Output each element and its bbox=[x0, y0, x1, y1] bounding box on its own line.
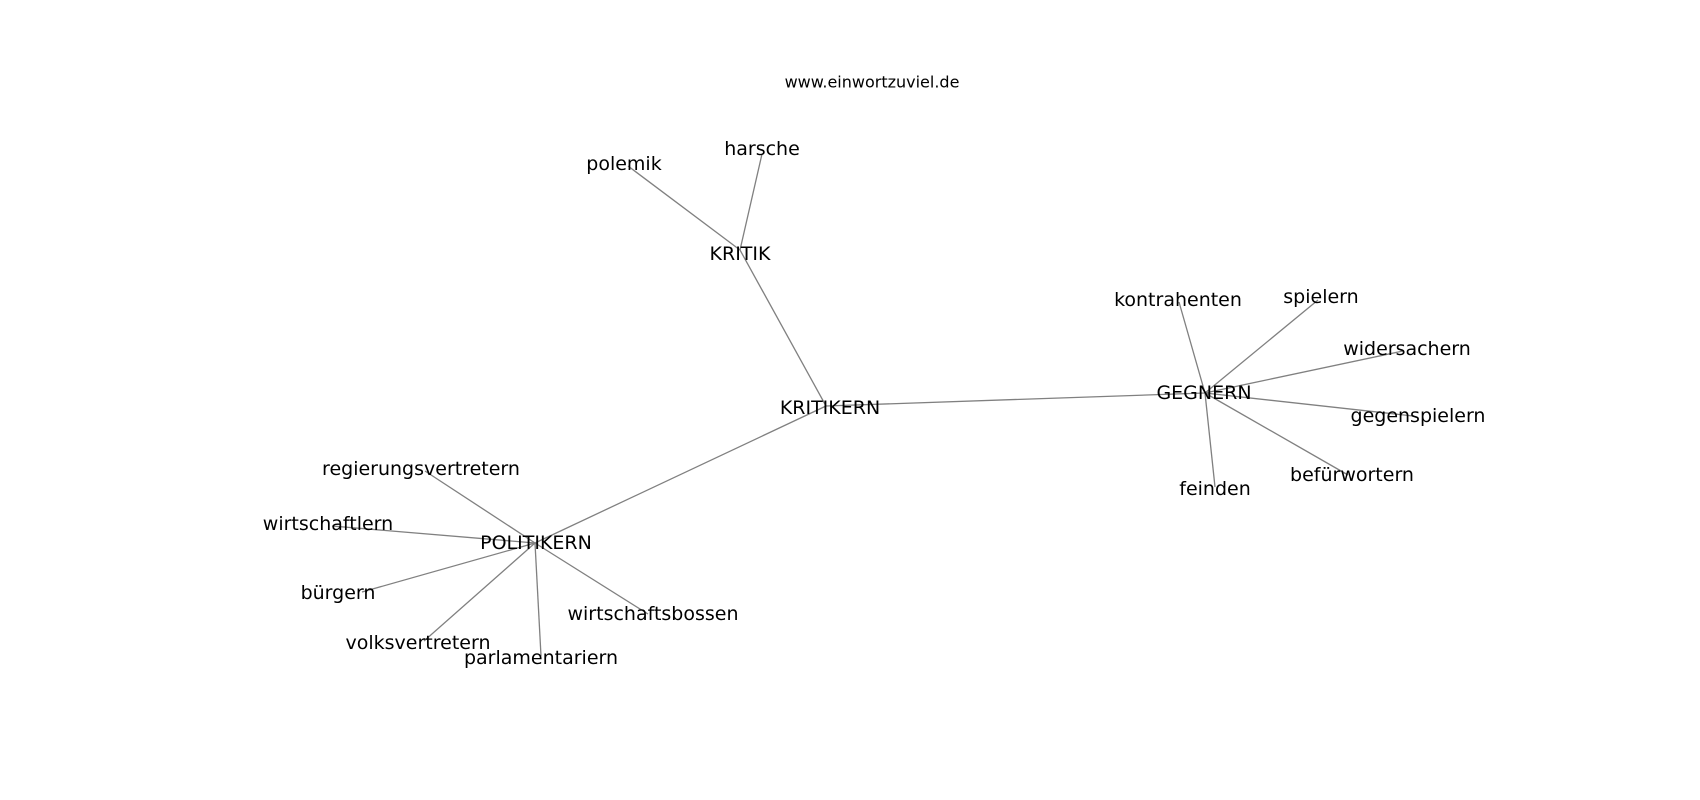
edge-gegnern-kontrahenten bbox=[1178, 301, 1206, 394]
edge-kritikern-kritik bbox=[739, 249, 827, 407]
node-befuerwortern: befürwortern bbox=[1290, 464, 1414, 486]
edge-politikern-wirtschaftsbossen bbox=[534, 542, 649, 615]
edge-gegnern-befuerwortern bbox=[1204, 392, 1349, 476]
edge-kritikern-gegnern bbox=[825, 392, 1206, 407]
edge-politikern-volksvertretern bbox=[423, 542, 536, 642]
edge-gegnern-feinden bbox=[1204, 392, 1216, 488]
node-gegnern: GEGNERN bbox=[1156, 382, 1251, 404]
edge-politikern-wirtschaftlern bbox=[331, 525, 536, 544]
node-kritikern: KRITIKERN bbox=[780, 397, 880, 419]
node-spielern: spielern bbox=[1283, 286, 1358, 308]
node-widersachern: widersachern bbox=[1343, 338, 1471, 360]
node-buergern: bürgern bbox=[301, 582, 376, 604]
node-wirtschaftsbossen: wirtschaftsbossen bbox=[567, 603, 738, 625]
edge-politikern-regierungsvertretern bbox=[424, 470, 536, 544]
edge-gegnern-widersachern bbox=[1204, 350, 1404, 394]
edge-kritikern-politikern bbox=[534, 405, 827, 544]
edge-politikern-buergern bbox=[361, 542, 536, 593]
edges-layer bbox=[331, 153, 1414, 657]
edge-gegnern-spielern bbox=[1204, 299, 1319, 394]
node-polemik: polemik bbox=[586, 153, 661, 175]
node-politikern: POLITIKERN bbox=[480, 532, 592, 554]
nodes-layer: KRITIKERN KRITIK POLITIKERN GEGNERN polemik h… bbox=[263, 138, 1486, 669]
node-regierungsvertretern: regierungsvertretern bbox=[322, 458, 520, 480]
edge-gegnern-gegenspielern bbox=[1204, 392, 1414, 417]
edge-kritik-polemik bbox=[627, 165, 741, 251]
edge-kritik-harsche bbox=[739, 153, 763, 251]
site-label: www.einwortzuviel.de bbox=[785, 73, 960, 92]
node-kritik: KRITIK bbox=[710, 243, 771, 265]
node-kontrahenten: kontrahenten bbox=[1114, 289, 1242, 311]
node-wirtschaftlern: wirtschaftlern bbox=[263, 513, 393, 535]
node-gegenspielern: gegenspielern bbox=[1351, 405, 1486, 427]
node-feinden: feinden bbox=[1179, 478, 1251, 500]
node-volksvertretern: volksvertretern bbox=[346, 632, 491, 654]
edge-politikern-parlamentariern bbox=[534, 542, 542, 657]
node-harsche: harsche bbox=[724, 138, 800, 160]
node-parlamentariern: parlamentariern bbox=[464, 647, 618, 669]
